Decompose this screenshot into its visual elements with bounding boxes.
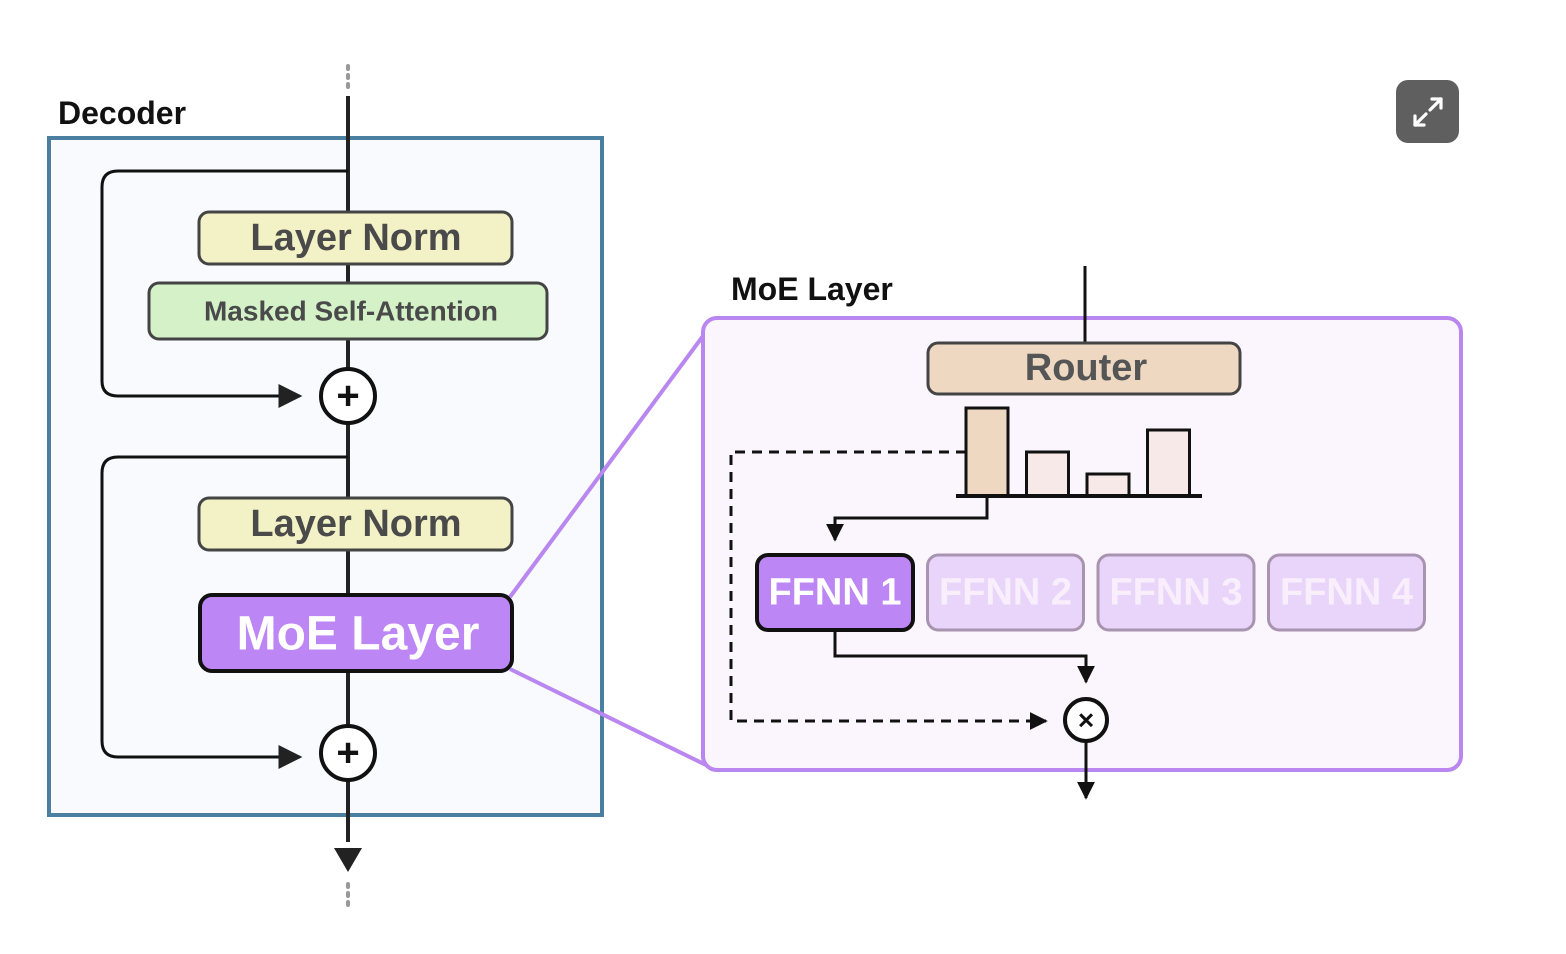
expert-ffnn-2: FFNN 2 [926,553,1085,632]
multiply-node: × [1063,697,1109,743]
layer-norm-2-label: Layer Norm [250,503,461,545]
expert-ffnn-4: FFNN 4 [1267,553,1426,632]
add-node-1: + [319,367,377,425]
expert-label: FFNN 3 [1110,572,1243,614]
moe-layer-block: MoE Layer [198,593,514,673]
expand-button[interactable] [1396,80,1459,143]
moe-detail-title: MoE Layer [731,271,893,307]
router-bar-1 [964,406,1010,498]
zoom-connector-top [508,334,705,599]
expert-ffnn-1: FFNN 1 [755,553,915,632]
expert-label: FFNN 1 [769,572,902,614]
router-bar-3 [1085,472,1131,498]
add-node-2: + [319,724,377,782]
expert-label: FFNN 2 [939,572,1072,614]
expert-box [926,553,1085,632]
output-arrowhead [334,848,362,872]
expert-label: FFNN 4 [1280,572,1413,614]
router-bar-4 [1146,428,1191,498]
expand-icon [1412,96,1443,127]
add-symbol-2: + [336,731,359,775]
router-label: Router [1025,347,1148,389]
expert-ffnn-3: FFNN 3 [1096,553,1256,632]
layer-norm-2: Layer Norm [197,496,514,552]
moe-layer-block-label: MoE Layer [237,608,480,661]
residual-connection-1 [100,169,348,408]
router: Router [926,341,1242,396]
decoder-title: Decoder [58,95,186,131]
residual-connection-2 [100,455,348,769]
experts: FFNN 1 FFNN 2 FFNN 3 FFNN 4 [755,553,1426,632]
expert-box [1096,553,1256,632]
layer-norm-1: Layer Norm [197,210,514,266]
route-to-expert-arrow [826,498,989,542]
expert-box [755,553,915,632]
router-bar-2 [1025,450,1070,498]
layer-norm-1-label: Layer Norm [250,217,461,259]
expert-box [1267,553,1426,632]
zoom-connector-bottom [509,667,707,767]
attention-label: Masked Self-Attention [204,296,498,327]
add-symbol-1: + [336,374,359,418]
multiply-symbol: × [1078,705,1094,736]
masked-self-attention: Masked Self-Attention [147,281,549,341]
expert-output-arrow [833,631,1095,684]
